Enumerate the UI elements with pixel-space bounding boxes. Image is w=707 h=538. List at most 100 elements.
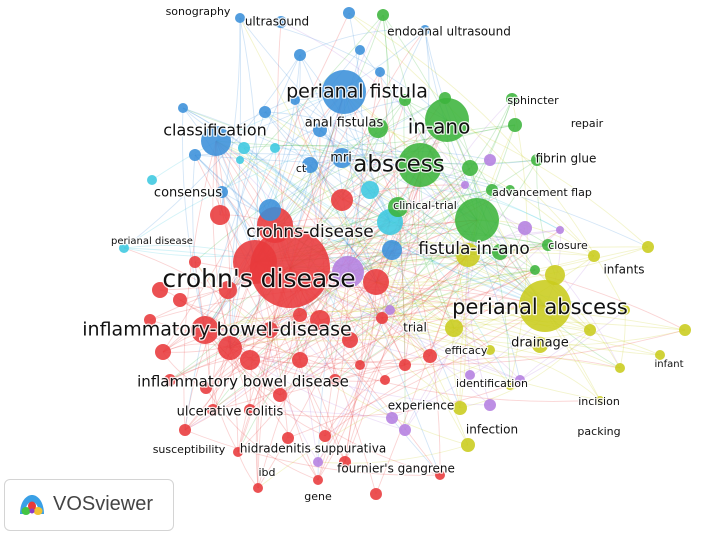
term-node-yellow[interactable] <box>620 305 630 315</box>
term-node-red[interactable] <box>310 310 330 330</box>
term-node-red[interactable] <box>435 470 445 480</box>
term-node-yellow[interactable] <box>655 350 665 360</box>
term-node-red[interactable] <box>233 447 243 457</box>
term-node-purple[interactable] <box>386 412 398 424</box>
term-label[interactable]: gene <box>303 489 333 505</box>
term-node-red[interactable] <box>155 344 171 360</box>
term-label[interactable]: infants <box>602 261 646 278</box>
term-label[interactable]: ultrasound <box>244 13 311 30</box>
term-node-cyan[interactable] <box>119 243 129 253</box>
term-node-red[interactable] <box>152 282 168 298</box>
term-node-yellow[interactable] <box>596 396 604 404</box>
term-node-red[interactable] <box>355 360 365 370</box>
term-node-yellow[interactable] <box>456 243 480 267</box>
term-node-purple[interactable] <box>313 457 323 467</box>
term-node-cyan[interactable] <box>147 175 157 185</box>
term-node-yellow[interactable] <box>545 265 565 285</box>
term-node-red[interactable] <box>164 374 176 386</box>
term-node-red[interactable] <box>370 488 382 500</box>
term-node-yellow[interactable] <box>584 324 596 336</box>
term-node-blue[interactable] <box>259 199 281 221</box>
term-node-blue[interactable] <box>235 13 245 23</box>
term-node-blue[interactable] <box>420 25 430 35</box>
term-node-blue[interactable] <box>332 148 352 168</box>
term-node-green[interactable] <box>368 118 388 138</box>
term-node-red[interactable] <box>189 256 201 268</box>
term-node-yellow[interactable] <box>453 401 467 415</box>
term-node-red[interactable] <box>399 359 411 371</box>
term-node-yellow[interactable] <box>485 345 495 355</box>
term-node-cyan[interactable] <box>270 143 280 153</box>
term-node-blue[interactable] <box>322 70 366 114</box>
term-label[interactable]: drainage <box>510 334 570 352</box>
term-label[interactable]: ct <box>295 161 309 177</box>
term-node-green[interactable] <box>530 265 540 275</box>
term-node-purple[interactable] <box>484 154 496 166</box>
term-label[interactable]: inflammatory bowel disease <box>136 371 350 392</box>
term-node-green[interactable] <box>505 185 515 195</box>
term-label[interactable]: fistula-in-ano <box>417 238 531 261</box>
term-node-red[interactable] <box>218 336 242 360</box>
term-node-red[interactable] <box>423 349 437 363</box>
term-label[interactable]: consensus <box>153 184 224 202</box>
term-node-blue[interactable] <box>382 240 402 260</box>
term-node-purple[interactable] <box>518 221 532 235</box>
term-node-green[interactable] <box>506 93 518 105</box>
term-node-red[interactable] <box>313 475 323 485</box>
term-node-red[interactable] <box>363 269 389 295</box>
term-label[interactable]: hidradenitis suppurativa <box>239 440 388 457</box>
term-node-red[interactable] <box>273 388 287 402</box>
term-label[interactable]: closure <box>547 238 589 254</box>
term-node-red[interactable] <box>342 332 358 348</box>
term-label[interactable]: classification <box>162 119 268 141</box>
vosviewer-logo[interactable]: VOSviewer <box>4 479 174 531</box>
term-node-red[interactable] <box>376 312 388 324</box>
term-node-blue[interactable] <box>189 149 201 161</box>
term-node-purple[interactable] <box>461 181 469 189</box>
term-label[interactable]: packing <box>576 424 622 440</box>
term-label[interactable]: infant <box>653 358 685 372</box>
term-node-red[interactable] <box>319 430 331 442</box>
term-node-green[interactable] <box>439 92 451 104</box>
term-node-red[interactable] <box>253 483 263 493</box>
term-label[interactable]: anal fistulas <box>303 114 384 132</box>
term-label[interactable]: trial <box>402 319 428 336</box>
term-node-red[interactable] <box>191 316 219 344</box>
term-node-red[interactable] <box>292 352 308 368</box>
term-node-green[interactable] <box>425 98 469 142</box>
term-node-yellow[interactable] <box>519 280 571 332</box>
term-node-green[interactable] <box>398 143 442 187</box>
term-label[interactable]: perianal disease <box>110 235 194 249</box>
term-node-green[interactable] <box>462 160 478 176</box>
term-label[interactable]: fournier's gangrene <box>336 460 456 477</box>
term-node-green[interactable] <box>508 118 522 132</box>
term-node-cyan[interactable] <box>236 156 244 164</box>
term-node-red[interactable] <box>262 322 278 338</box>
term-label[interactable]: advancement flap <box>491 185 593 201</box>
term-node-red[interactable] <box>219 281 237 299</box>
term-node-blue[interactable] <box>294 49 306 61</box>
term-node-purple[interactable] <box>385 305 395 315</box>
term-node-red[interactable] <box>233 240 277 284</box>
term-label[interactable]: mri <box>329 149 353 167</box>
term-node-purple[interactable] <box>556 226 564 234</box>
term-node-blue[interactable] <box>302 157 318 173</box>
term-label[interactable]: susceptibility <box>151 442 227 458</box>
term-label[interactable]: efficacy <box>443 343 489 359</box>
term-label[interactable]: abscess <box>352 150 446 179</box>
term-label[interactable]: ibd <box>257 465 277 481</box>
term-node-purple[interactable] <box>332 256 364 288</box>
term-node-blue[interactable] <box>355 45 365 55</box>
term-node-green[interactable] <box>492 244 508 260</box>
term-node-yellow[interactable] <box>505 380 515 390</box>
term-node-green[interactable] <box>399 94 411 106</box>
term-node-red[interactable] <box>380 375 390 385</box>
term-node-blue[interactable] <box>275 16 287 28</box>
term-node-red[interactable] <box>293 308 307 322</box>
term-node-green[interactable] <box>455 198 499 242</box>
term-node-yellow[interactable] <box>588 250 600 262</box>
term-label[interactable]: experience <box>386 397 455 414</box>
term-node-blue[interactable] <box>290 95 300 105</box>
term-node-yellow[interactable] <box>445 319 463 337</box>
term-node-blue[interactable] <box>313 123 327 137</box>
